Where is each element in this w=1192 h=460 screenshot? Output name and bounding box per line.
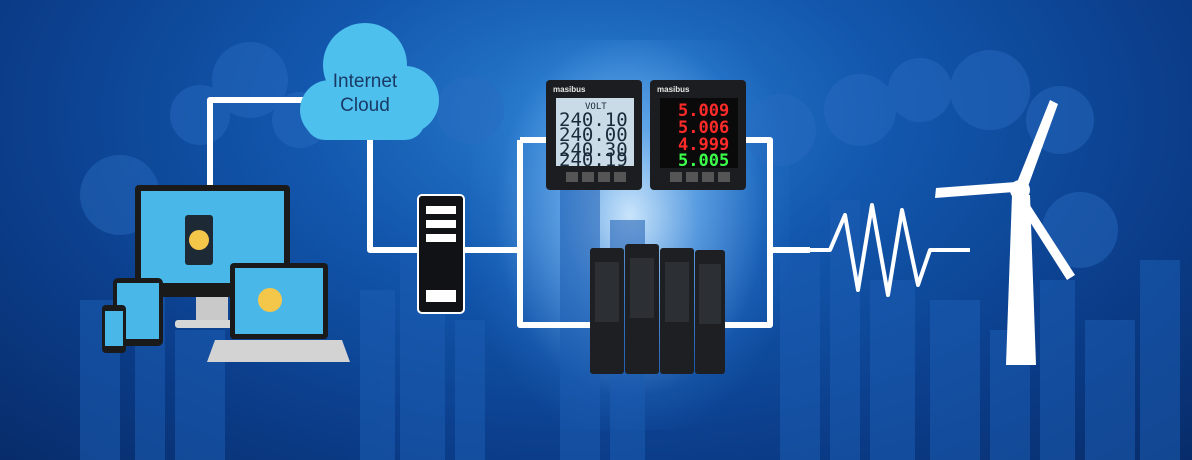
line-branch-left xyxy=(517,140,590,328)
server-icon xyxy=(417,194,465,314)
led-meter: masibus 5.009 5.006 4.999 5.005 xyxy=(650,80,746,190)
cloud-label-line1: Internet xyxy=(332,71,398,92)
line-branch-right xyxy=(700,137,773,328)
lcd-meter-label: VOLT xyxy=(585,102,607,112)
cloud-label-line2: Cloud xyxy=(340,95,390,116)
din-rail-modules xyxy=(590,244,725,374)
module-3 xyxy=(660,248,694,374)
cloud-icon xyxy=(300,23,439,140)
led-meter-brand: masibus xyxy=(657,85,690,94)
lcd-meter-brand: masibus xyxy=(553,85,586,94)
led-reading-1: 5.009 xyxy=(678,101,729,121)
lcd-meter: masibus VOLT 240.10 240.00 240.30 240.19 xyxy=(546,80,642,190)
cloud-label: Internet Cloud xyxy=(310,70,420,118)
module-1 xyxy=(590,248,624,374)
lcd-reading-2: 240.00 xyxy=(559,124,628,146)
lcd-reading-4: 240.19 xyxy=(559,149,628,171)
led-reading-4: 5.005 xyxy=(678,151,729,171)
led-reading-3: 4.999 xyxy=(678,135,729,155)
phone-icon xyxy=(102,305,126,353)
signal-wave-icon xyxy=(810,203,970,297)
led-reading-2: 5.006 xyxy=(678,118,729,138)
module-4 xyxy=(695,250,725,374)
wind-turbine-icon xyxy=(935,100,1075,365)
line-devices-to-cloud xyxy=(207,97,305,190)
line-cloud-to-server xyxy=(367,135,420,253)
laptop-icon xyxy=(207,263,350,362)
lcd-reading-1: 240.10 xyxy=(559,109,628,131)
module-2 xyxy=(625,244,659,374)
network-lines xyxy=(207,97,810,328)
lcd-reading-3: 240.30 xyxy=(559,139,628,161)
